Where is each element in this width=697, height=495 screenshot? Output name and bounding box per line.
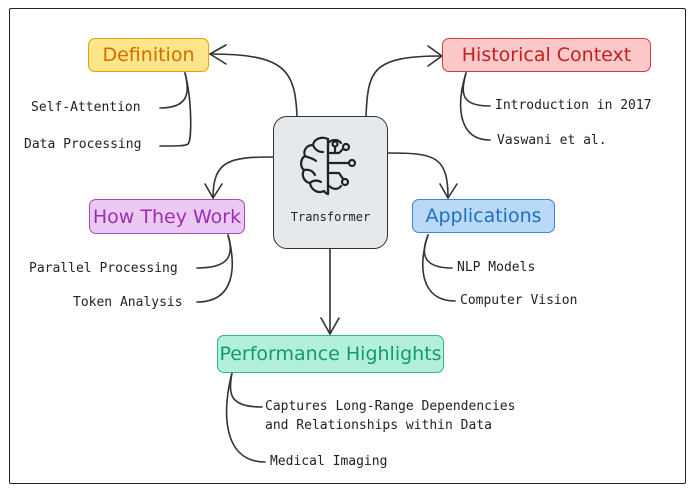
leaf-introduction-2017: Introduction in 2017 [495, 98, 652, 113]
arrowhead-applications [439, 183, 458, 199]
leaf-long-range-line1: Captures Long-Range Dependencies [265, 399, 516, 414]
connector-applications [387, 152, 449, 199]
leaf-self-attention: Self-Attention [31, 100, 141, 115]
leaf-connector-introduction [462, 72, 491, 107]
node-performance-highlights[interactable]: Performance Highlights [217, 335, 444, 373]
leaf-connector-medical [225, 372, 266, 463]
connector-how [212, 156, 274, 199]
leaf-connector-token [196, 234, 233, 303]
leaf-connector-vaswani [459, 72, 491, 141]
arrowhead-how [204, 183, 223, 199]
connector-historical [365, 55, 443, 117]
leaf-nlp-models: NLP Models [457, 260, 536, 275]
brain-circuit-icon [300, 136, 357, 196]
leaf-connector-self-attention [159, 72, 188, 109]
leaf-computer-vision: Computer Vision [460, 293, 578, 308]
arrowhead-performance [320, 317, 340, 335]
node-performance-highlights-label: Performance Highlights [219, 343, 442, 365]
leaf-connector-data-processing [159, 72, 192, 147]
center-label: Transformer [290, 210, 371, 224]
leaf-long-range-line2: and Relationships within Data [265, 418, 492, 433]
node-applications-label: Applications [425, 205, 542, 227]
node-how-they-work[interactable]: How They Work [89, 199, 245, 234]
node-how-they-work-label: How They Work [92, 205, 242, 228]
leaf-medical-imaging: Medical Imaging [270, 454, 388, 469]
node-applications[interactable]: Applications [412, 199, 555, 233]
leaf-data-processing: Data Processing [24, 137, 142, 152]
arrowhead-definition [209, 44, 227, 65]
center-node[interactable]: Transformer [273, 116, 388, 249]
leaf-parallel-processing: Parallel Processing [29, 261, 178, 276]
leaf-vaswani: Vaswani et al. [497, 133, 607, 148]
leaf-connector-cv [422, 234, 456, 302]
leaf-token-analysis: Token Analysis [73, 295, 183, 310]
node-historical-context-label: Historical Context [461, 44, 632, 66]
connector-definition [209, 53, 298, 117]
leaf-connector-long-range [229, 372, 263, 408]
node-definition-label: Definition [102, 44, 195, 66]
diagram-frame [9, 8, 686, 484]
node-historical-context[interactable]: Historical Context [442, 38, 651, 72]
leaf-connector-parallel [196, 234, 232, 269]
leaf-connector-nlp [423, 234, 453, 269]
node-definition[interactable]: Definition [88, 38, 209, 72]
